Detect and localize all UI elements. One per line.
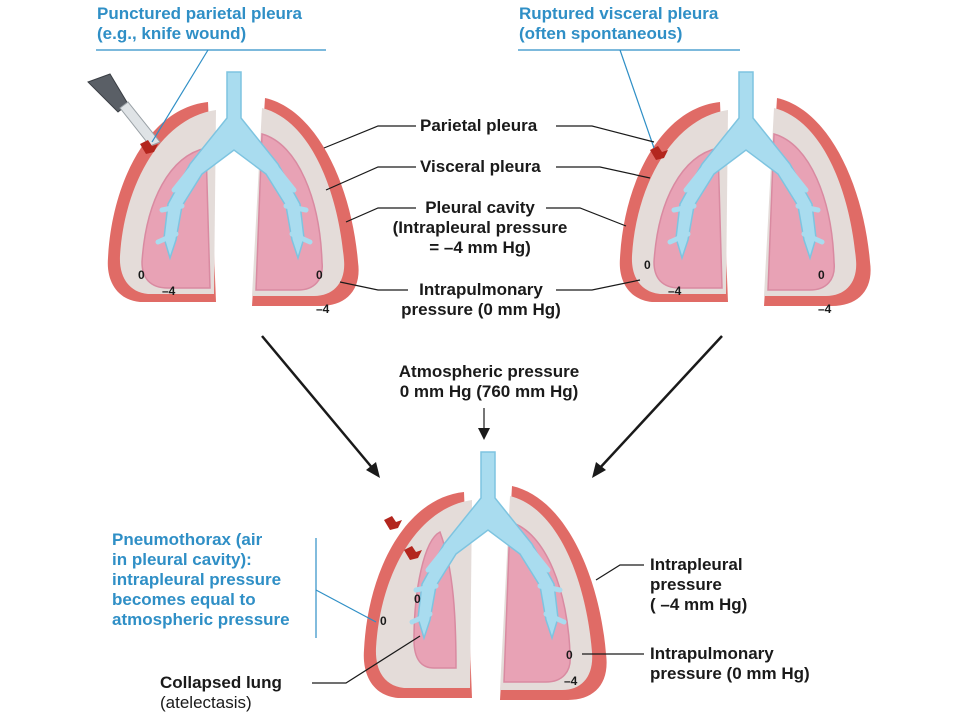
pressure-value: 0 bbox=[380, 614, 387, 628]
arrowhead-atmospheric bbox=[478, 428, 490, 440]
ruptured-visceral-label: Ruptured visceral pleura (often spontane… bbox=[519, 4, 719, 43]
lungs-bottom bbox=[363, 452, 607, 700]
rupture-icon bbox=[650, 146, 668, 160]
pneumothorax-term: Pneumothorax bbox=[112, 530, 232, 549]
pressure-value: –4 bbox=[162, 284, 176, 298]
pressure-value: 0 bbox=[316, 268, 323, 282]
punctured-parietal-label: Punctured parietal pleura (e.g., knife w… bbox=[97, 4, 302, 43]
lungs-top-left bbox=[87, 72, 359, 306]
pressure-value: –4 bbox=[316, 302, 330, 316]
flow-arrows bbox=[261, 335, 723, 478]
collapsed-lung-label: Collapsed lung (atelectasis) bbox=[160, 673, 282, 712]
pressure-value: –4 bbox=[564, 674, 578, 688]
intrapulmonary-label: Intrapulmonary pressure (0 mm Hg) bbox=[401, 280, 561, 319]
knife-blade-icon bbox=[119, 101, 161, 147]
right-lung bbox=[503, 521, 571, 683]
atmospheric-pressure-label: Atmospheric pressure 0 mm Hg (760 mm Hg) bbox=[398, 362, 580, 401]
pressure-value: 0 bbox=[138, 268, 145, 282]
intrapulmonary-pressure-label: Intrapulmonary pressure (0 mm Hg) bbox=[650, 644, 810, 683]
pneumothorax-label: Pneumothorax (air in pleural cavity): in… bbox=[112, 530, 290, 629]
visceral-pleura-label: Visceral pleura bbox=[420, 157, 541, 176]
pressure-value: –4 bbox=[818, 302, 832, 316]
pressure-value: 0 bbox=[644, 258, 651, 272]
pleural-cavity-label: Pleural cavity (Intrapleural pressure = … bbox=[392, 198, 568, 257]
pressure-value: 0 bbox=[414, 592, 421, 606]
wound-icon bbox=[384, 516, 402, 530]
pressure-value: 0 bbox=[818, 268, 825, 282]
intrapleural-pressure-label: Intrapleural pressure ( –4 mm Hg) bbox=[650, 555, 748, 614]
pressure-value: 0 bbox=[566, 648, 573, 662]
leader-lines bbox=[96, 49, 740, 684]
rupture-icon bbox=[404, 546, 422, 560]
pressure-value: –4 bbox=[668, 284, 682, 298]
wound-icon bbox=[140, 140, 158, 154]
lungs-top-right bbox=[619, 72, 871, 306]
parietal-pleura-label: Parietal pleura bbox=[420, 116, 538, 135]
